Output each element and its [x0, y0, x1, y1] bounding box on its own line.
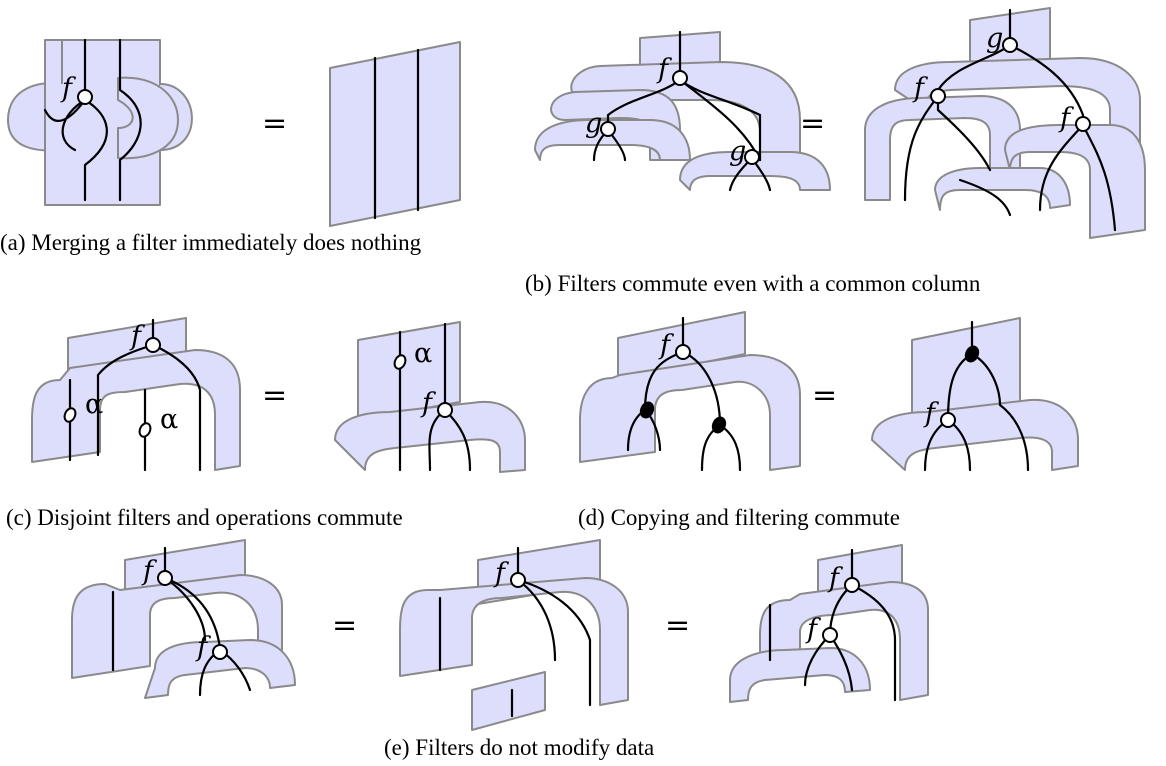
filter-label: g: [986, 23, 1003, 54]
operation-label: α: [414, 338, 432, 369]
filter-node: [510, 572, 526, 588]
panel-b-lhs: f g g: [534, 30, 831, 192]
filter-label: g: [729, 136, 746, 167]
equals-sign: =: [800, 106, 825, 141]
panel-e-rhs-2: f f: [729, 544, 929, 703]
caption-d: (d) Copying and filtering commute: [578, 505, 900, 530]
filter-node: [437, 402, 453, 418]
panel-d-lhs: f: [579, 311, 801, 472]
equals-sign: =: [262, 106, 287, 141]
operation-node: [63, 407, 77, 423]
filter-label: g: [585, 108, 602, 139]
filter-node: [930, 88, 946, 104]
operation-node: [393, 354, 407, 370]
caption-b: (b) Filters commute even with a common c…: [525, 271, 981, 296]
filter-node: [844, 577, 860, 593]
panel-e-lhs: f f: [71, 539, 296, 699]
filter-node: [77, 89, 93, 105]
caption-a: (a) Merging a filter immediately does no…: [0, 230, 422, 255]
filter-node: [1075, 116, 1091, 132]
panel-a-lhs: f: [7, 38, 193, 206]
operation-label: α: [160, 404, 178, 435]
filter-node: [1002, 37, 1018, 53]
operation-label: α: [85, 389, 103, 420]
equals-sign: =: [665, 608, 690, 643]
filter-node: [600, 121, 616, 137]
filter-label: f: [805, 614, 821, 645]
copy-node: [639, 401, 655, 419]
equals-sign: =: [332, 608, 357, 643]
filter-node: [672, 70, 688, 86]
filter-node: [744, 149, 760, 165]
caption-e: (e) Filters do not modify data: [384, 735, 655, 760]
equals-sign: =: [262, 378, 287, 413]
filter-node: [145, 337, 161, 353]
filter-node: [675, 344, 691, 360]
filter-node: [822, 627, 838, 643]
panel-a-rhs: [329, 41, 461, 227]
panel-d-rhs: f: [871, 317, 1079, 472]
caption-c: (c) Disjoint filters and operations comm…: [6, 505, 403, 530]
operation-node: [138, 422, 152, 438]
copy-node: [964, 345, 980, 363]
panel-b-rhs: g f f: [864, 7, 1146, 239]
panel-c-lhs: f α α: [31, 317, 241, 472]
copy-node: [711, 416, 727, 434]
filter-node: [940, 412, 956, 428]
panel-e-rhs-1: f: [399, 539, 629, 731]
equals-sign: =: [812, 378, 837, 413]
panel-c-rhs: α f: [334, 321, 526, 473]
filter-node: [157, 570, 173, 586]
filter-node: [212, 644, 228, 660]
